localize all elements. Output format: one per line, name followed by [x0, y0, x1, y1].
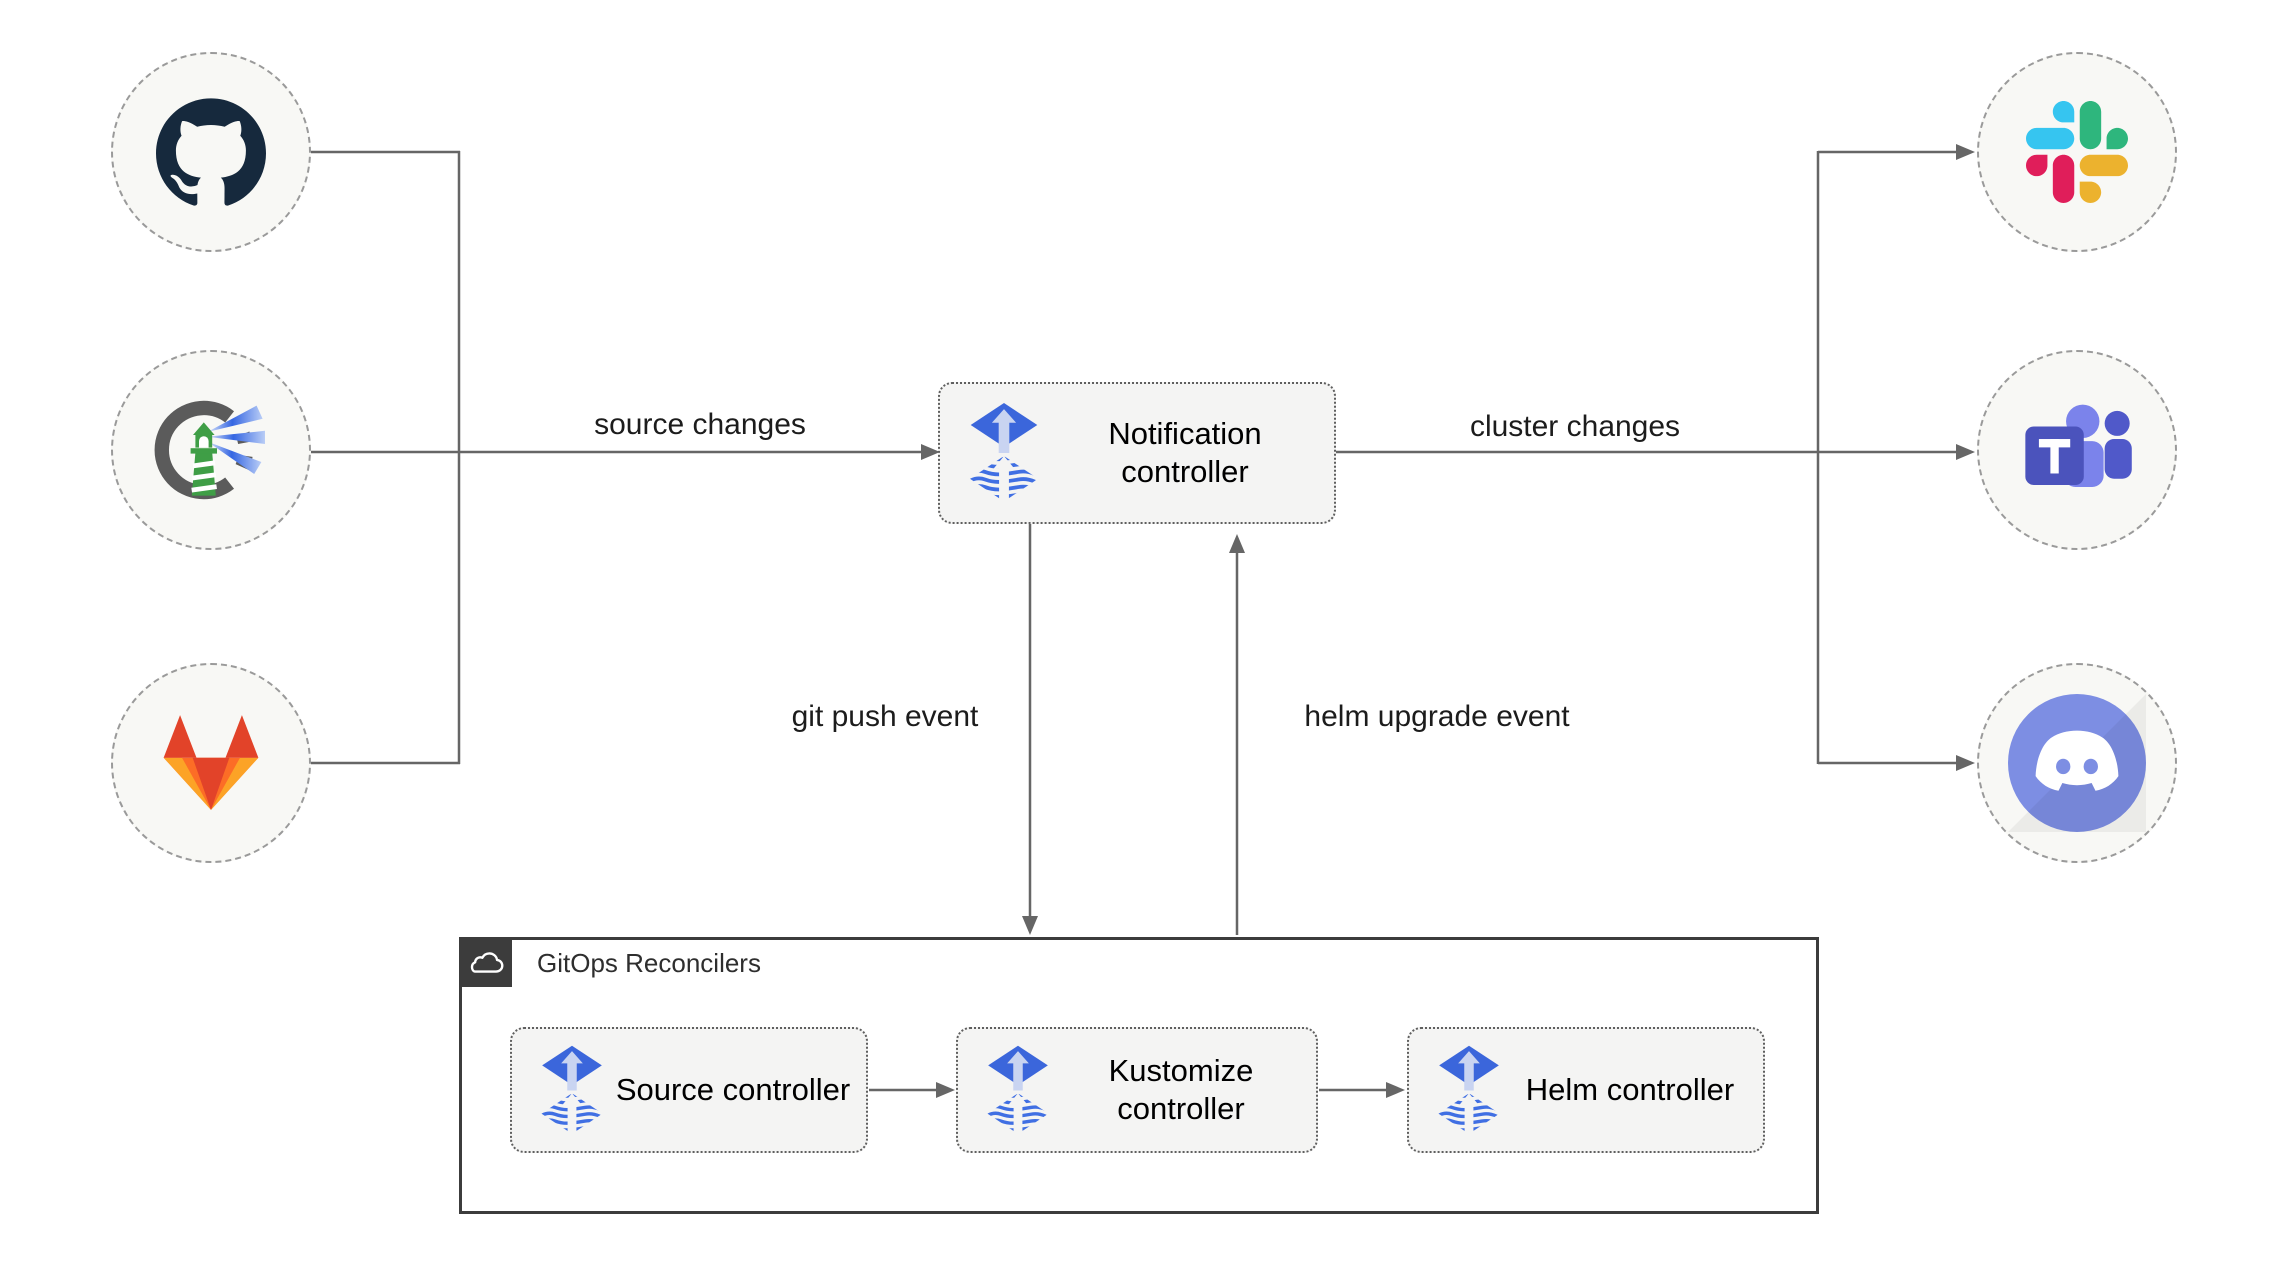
flux-icon	[969, 403, 1038, 502]
gitops-reconcilers-title: GitOps Reconcilers	[537, 948, 761, 978]
arrowhead-into-reconcilers	[1022, 916, 1038, 935]
arrowhead-into-kustomize	[936, 1082, 955, 1098]
flux-icon	[987, 1045, 1048, 1134]
target-node-discord	[1977, 663, 2177, 863]
edge-arrowheads	[921, 144, 1975, 1098]
slack-icon	[2026, 101, 2128, 203]
arrowhead-into-discord	[1956, 755, 1975, 771]
gitops-reconcilers-tab	[459, 937, 512, 987]
harbor-icon	[154, 400, 265, 500]
source-controller-box: Source controller	[510, 1027, 868, 1153]
target-node-slack	[1977, 52, 2177, 252]
notification-controller-label: Notification controller	[1108, 416, 1262, 489]
edge-lines	[311, 150, 1959, 1092]
arrowhead-into-slack	[1956, 144, 1975, 160]
helm-controller-label: Helm controller	[1525, 1072, 1735, 1108]
target-node-teams	[1977, 350, 2177, 550]
source-controller-label: Source controller	[615, 1072, 851, 1108]
flux-icon	[541, 1045, 602, 1134]
discord-icon	[2008, 694, 2146, 832]
arrowhead-into-teams	[1956, 444, 1975, 460]
github-icon	[156, 98, 266, 206]
kustomize-controller-label: Kustomize controller	[1108, 1053, 1254, 1126]
kustomize-controller-box: Kustomize controller	[956, 1027, 1318, 1153]
arrowhead-into-notification-bottom	[1229, 534, 1245, 553]
source-node-harbor	[111, 350, 311, 550]
notification-controller-box: Notification controller	[938, 382, 1336, 524]
edge-label-cluster-changes: cluster changes	[1469, 410, 1681, 443]
gitlab-icon	[163, 714, 259, 810]
edge-label-source-changes: source changes	[594, 408, 806, 441]
source-node-github	[111, 52, 311, 252]
teams-icon	[2025, 404, 2132, 488]
source-node-gitlab	[111, 663, 311, 863]
edge-label-git-push-event: git push event	[791, 700, 979, 733]
flux-icon	[1438, 1045, 1499, 1134]
helm-controller-box: Helm controller	[1407, 1027, 1765, 1153]
gitops-reconcilers-container: GitOps Reconcilers	[459, 937, 1819, 1214]
edge-label-helm-upgrade-event: helm upgrade event	[1304, 700, 1570, 733]
arrowhead-into-notification	[921, 444, 940, 460]
arrowhead-into-helm	[1386, 1082, 1405, 1098]
cloud-icon	[470, 951, 503, 973]
